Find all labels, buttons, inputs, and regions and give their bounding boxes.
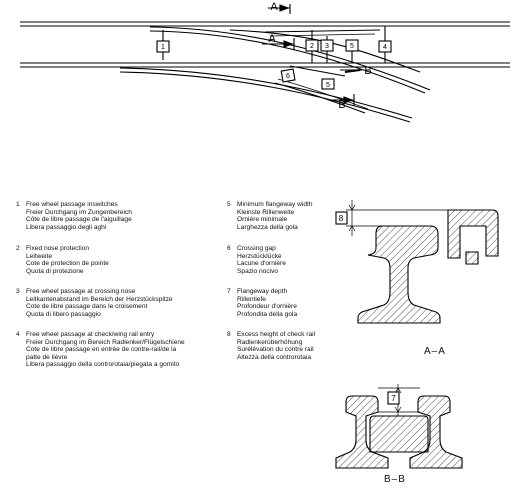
- legend-text-en: Fixed nose protection: [26, 245, 90, 252]
- legend-text-de: Herzstücklücke: [237, 252, 282, 260]
- legend-number: 3: [16, 288, 20, 295]
- legend-text-en: Free wheel passage inswitches: [26, 201, 118, 208]
- box-1-label: 1: [161, 44, 165, 51]
- box-3-label: 3: [325, 43, 329, 50]
- legend-number: 2: [16, 245, 20, 252]
- legend-text-en: Free wheel passage at check/wing rail en…: [26, 331, 155, 338]
- box-5b-label: 5: [326, 82, 330, 89]
- legend-text-it: Spazio nocivo: [237, 267, 279, 275]
- legend-text-it: Quota di libero passaggio: [26, 310, 101, 318]
- section-bb-dimension: 7: [391, 394, 396, 403]
- section-aa-title: A–A: [424, 346, 446, 357]
- legend-text-de: Freier Durchgang im Bereich Radlenker/Fl…: [26, 338, 185, 346]
- box-5-label: 5: [350, 43, 354, 50]
- legend-number: 7: [227, 288, 231, 295]
- legend-number: 5: [227, 201, 231, 208]
- legend-text-en: Excess height of check rail: [237, 331, 316, 338]
- legend-number: 8: [227, 331, 231, 338]
- legend-text-fr: Ornière minimale: [237, 216, 288, 224]
- legend-number: 6: [227, 245, 231, 252]
- section-b-marker-top: B: [364, 65, 371, 77]
- legend-text-fr: Côte de libre passage de l'aiguillage: [26, 216, 132, 224]
- plan-view: [20, 4, 510, 123]
- legend-text-it: Profondita della gola: [237, 310, 298, 318]
- legend-text-de: Rillentiefe: [237, 295, 266, 303]
- legend-text-de: Radlenkerüberhöhung: [237, 338, 303, 346]
- legend-text-de: Leitkantenabstand im Bereich der Herzstü…: [26, 295, 173, 303]
- legend-text-fr: Cote de protection de pointe: [26, 260, 109, 268]
- legend-text-it: Libera passaggio della controrotaia/pieg…: [26, 361, 180, 369]
- legend-text-de: Freier Durchgang im Zungenbereich: [26, 208, 132, 216]
- section-aa: [335, 200, 499, 324]
- legend-text-de: Kleinste Rillenweite: [237, 208, 295, 216]
- legend-text-en: Minimum flangeway width: [237, 201, 313, 208]
- legend-text-en: Free wheel passage at crossing nose: [26, 288, 136, 295]
- section-aa-dimension: 8: [339, 214, 344, 223]
- box-6-label: 6: [286, 73, 290, 80]
- box-4-label: 4: [383, 44, 387, 51]
- section-b-marker-bottom: B: [338, 99, 345, 111]
- legend-text-de: Leitweite: [26, 252, 53, 260]
- section-a-marker-bottom: A: [268, 33, 276, 45]
- section-a-marker-top: A: [270, 1, 278, 13]
- legend-number: 4: [16, 331, 20, 338]
- legend-text-it: Libera passaggio degli aghi: [26, 223, 107, 231]
- legend-text-en: Crossing gap: [237, 245, 276, 252]
- legend-text-fr: Lacune d'ornière: [237, 260, 286, 268]
- legend-text-en: Flangeway depth: [237, 288, 288, 295]
- legend-text-it: Altezza della controrotaia: [237, 353, 312, 361]
- legend-text-fr-cont: patte de lièvre: [26, 353, 68, 361]
- legend-text-it: Quota di protezione: [26, 267, 84, 275]
- legend-text-fr: Cote de libre passage en entrée de contr…: [26, 346, 177, 354]
- section-bb: [335, 384, 463, 469]
- section-bb-title: B–B: [384, 474, 406, 485]
- legend-text-fr: Surélévation du contre rail: [237, 346, 314, 354]
- box-2-label: 2: [310, 43, 314, 50]
- legend-text-it: Larghezza della gola: [237, 223, 298, 231]
- plan-view-labels: A A B B 1 2 3 4 5 6 5: [161, 1, 387, 111]
- legend-number: 1: [16, 201, 20, 208]
- legend-text-fr: Profondeur d'ornière: [237, 303, 297, 311]
- legend-text-fr: Cote de libre passage dans le croisement: [26, 303, 148, 311]
